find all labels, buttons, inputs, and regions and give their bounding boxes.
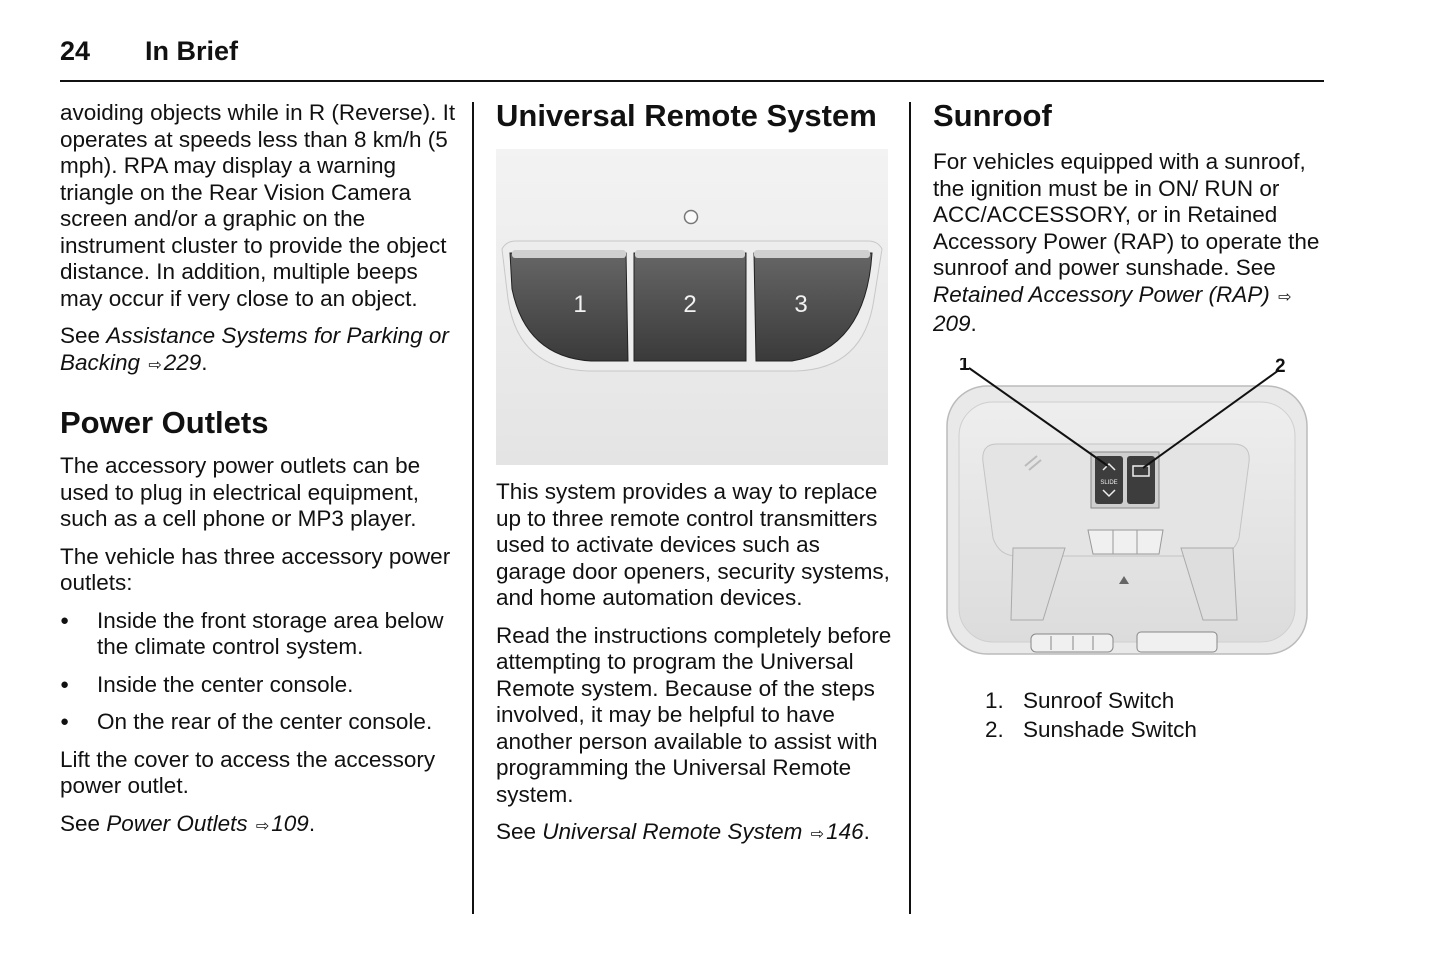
page-reference[interactable]: 109	[271, 810, 309, 836]
callout-number-2: 2	[1275, 358, 1286, 377]
see-reference: See Universal Remote System ⇨146.	[496, 819, 892, 849]
paragraph: Lift the cover to access the accessory p…	[60, 746, 436, 799]
column-2: Universal Remote System 1 2 3 This syste…	[496, 98, 892, 860]
paragraph: The vehicle has three accessory power ou…	[60, 543, 451, 596]
switch-label: SLIDE	[1100, 480, 1117, 486]
callout-number-1: 1	[959, 358, 970, 375]
cross-reference-link[interactable]: Assistance Systems for Parking or Backin…	[60, 323, 449, 375]
section-heading-power-outlets: Power Outlets	[60, 405, 269, 440]
universal-remote-buttons-illustration: 1 2 3	[496, 149, 888, 465]
indicator-light-icon	[683, 209, 699, 225]
cross-reference-link[interactable]: Retained Accessory Power (RAP)	[933, 281, 1270, 307]
page-ref-arrow-icon: ⇨	[148, 356, 162, 374]
section-heading-universal-remote: Universal Remote System	[496, 98, 877, 133]
column-3: Sunroof For vehicles equipped with a sun…	[933, 98, 1333, 744]
caption-item: 1. Sunroof Switch	[985, 686, 1333, 715]
page-ref-arrow-icon: ⇨	[255, 817, 270, 835]
cross-reference-link[interactable]: Universal Remote System	[542, 819, 803, 844]
overhead-console-illustration: SLIDE 1 2	[946, 358, 1308, 655]
cross-reference-link[interactable]: Power Outlets	[106, 810, 248, 836]
caption-item: 2. Sunshade Switch	[985, 715, 1333, 744]
page-number: 24	[60, 36, 91, 66]
page-reference[interactable]: 146	[826, 819, 864, 844]
caption-text: Sunroof Switch	[1023, 687, 1175, 713]
page-reference[interactable]: 229	[163, 349, 202, 375]
column-divider	[909, 102, 911, 914]
remote-button-2	[633, 252, 747, 362]
see-label: See	[496, 819, 543, 844]
caption-number: 1.	[985, 687, 1004, 713]
figure-caption-list: 1. Sunroof Switch 2. Sunshade Switch	[985, 686, 1333, 744]
callout-line-1	[968, 366, 1109, 467]
column-1: avoiding objects while in R (Reverse). I…	[60, 100, 460, 851]
paragraph: avoiding objects while in R (Reverse). I…	[60, 100, 456, 311]
sunshade-switch	[1127, 455, 1155, 504]
see-reference: See Power Outlets ⇨109.	[60, 811, 460, 841]
section-title: In Brief	[145, 36, 239, 66]
list-item: Inside the front storage area below the …	[60, 608, 460, 661]
sunroof-switch	[1095, 455, 1123, 504]
paragraph: For vehicles equipped with a sunroof, th…	[933, 149, 1320, 336]
button-label: 3	[794, 291, 807, 318]
column-divider	[472, 102, 474, 914]
page-ref-arrow-icon: ⇨	[1278, 288, 1292, 306]
section-heading-sunroof: Sunroof	[933, 98, 1052, 133]
see-label: See	[60, 810, 107, 836]
remote-button-3	[753, 252, 873, 362]
see-label: See	[60, 323, 107, 348]
list-item: Inside the center console.	[60, 672, 460, 699]
callout-line-2	[1142, 368, 1280, 469]
see-reference: See Assistance Systems for Parking or Ba…	[60, 323, 460, 379]
list-item: On the rear of the center console.	[60, 709, 460, 736]
paragraph-text: For vehicles equipped with a sunroof, th…	[933, 149, 1320, 280]
bullet-list: Inside the front storage area below the …	[60, 608, 460, 736]
paragraph: Read the instructions completely before …	[496, 622, 892, 807]
button-label: 2	[683, 291, 696, 318]
page-reference[interactable]: 209	[933, 311, 971, 336]
button-label: 1	[573, 291, 586, 318]
remote-button-1	[509, 252, 629, 362]
paragraph: This system provides a way to replace up…	[496, 479, 890, 610]
paragraph: The accessory power outlets can be used …	[60, 453, 421, 531]
light-icon	[1119, 575, 1129, 584]
page-ref-arrow-icon: ⇨	[810, 826, 825, 843]
caption-number: 2.	[985, 716, 1004, 742]
caption-text: Sunshade Switch	[1023, 716, 1197, 742]
page-header: 24 In Brief	[60, 30, 1324, 82]
